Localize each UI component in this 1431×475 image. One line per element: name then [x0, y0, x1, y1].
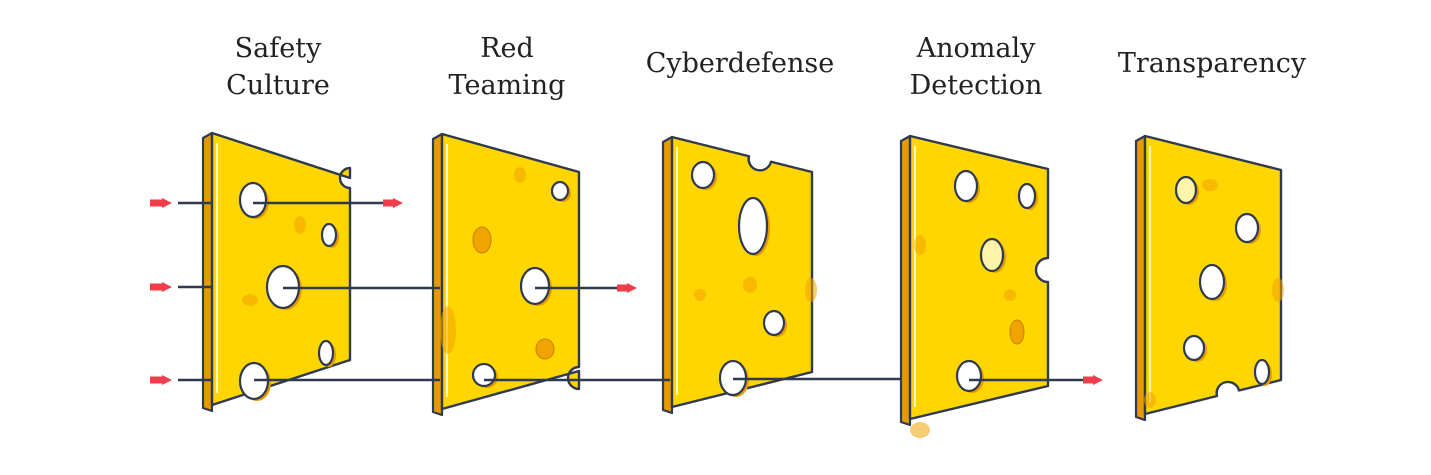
layer-title-line: Cyberdefense	[645, 48, 835, 79]
cheese-hole	[317, 339, 335, 367]
cheese-slice-edge	[431, 132, 444, 417]
cheese-slice-face	[440, 132, 581, 411]
layer-title-line: Detection	[909, 70, 1043, 101]
cheese-hole	[1198, 263, 1226, 301]
layer-title-cyberdefense: Cyberdefense	[630, 45, 850, 82]
layer-title-line: Anomaly	[916, 33, 1036, 64]
cheese-shade-spot	[514, 167, 526, 183]
cheese-shade-spot	[1004, 289, 1016, 301]
cheese-slice-red-teaming	[431, 132, 581, 417]
cheese-dent	[1009, 319, 1025, 345]
cheese-shade-spot	[910, 422, 930, 438]
cheese-slice-edge	[201, 131, 214, 413]
cheese-hole	[1253, 358, 1271, 386]
layer-title-line: Culture	[226, 70, 330, 101]
layer-title-line: Red	[480, 33, 534, 64]
cheese-shade-spot	[294, 216, 306, 234]
cheese-shade-spot	[242, 294, 258, 306]
cheese-slice-edge	[661, 135, 674, 415]
cheese-hole	[762, 309, 786, 337]
cheese-hole	[690, 160, 716, 190]
layer-title-anomaly-detection: Anomaly Detection	[866, 30, 1086, 104]
cheese-hole	[550, 180, 570, 202]
cheese-hole	[737, 196, 769, 256]
cheese-shade-spot	[1144, 392, 1156, 408]
cheese-hole	[1234, 212, 1260, 244]
cheese-slice-safety-culture	[201, 131, 352, 413]
cheese-shade-spot	[805, 278, 817, 302]
cheese-shade-spot	[694, 289, 706, 301]
cheese-shade-spot	[1272, 278, 1284, 302]
cheese-slice-anomaly-detection	[899, 134, 1050, 438]
layer-title-safety-culture: Safety Culture	[168, 30, 388, 104]
cheese-dent	[535, 338, 555, 360]
layer-title-red-teaming: Red Teaming	[397, 30, 617, 104]
cheese-hole	[1182, 334, 1206, 362]
cheese-shade-spot	[743, 277, 757, 293]
cheese-shade-spot	[1202, 179, 1218, 191]
cheese-hole	[320, 222, 338, 248]
cheese-hole	[471, 362, 497, 388]
cheese-slice-edge	[1134, 134, 1147, 422]
layer-title-line: Safety	[234, 33, 322, 64]
cheese-hole	[519, 266, 551, 306]
cheese-slice-cyberdefense	[661, 135, 817, 415]
layer-title-transparency: Transparency	[1102, 45, 1322, 82]
cheese-hole	[1174, 175, 1198, 205]
cheese-hole	[1017, 182, 1037, 210]
cheese-slice-transparency	[1134, 134, 1284, 422]
layer-title-line: Transparency	[1117, 48, 1307, 79]
cheese-slice-face	[908, 134, 1050, 421]
cheese-dent	[472, 226, 492, 254]
layer-title-line: Teaming	[448, 70, 566, 101]
cheese-shade-spot	[914, 235, 926, 255]
cheese-shade-spot	[440, 306, 456, 354]
cheese-hole	[238, 181, 268, 219]
cheese-slice-face	[670, 135, 814, 409]
cheese-hole	[953, 169, 979, 203]
cheese-hole	[979, 237, 1005, 273]
cheese-slice-edge	[899, 134, 912, 427]
cheese-hole	[955, 359, 983, 393]
